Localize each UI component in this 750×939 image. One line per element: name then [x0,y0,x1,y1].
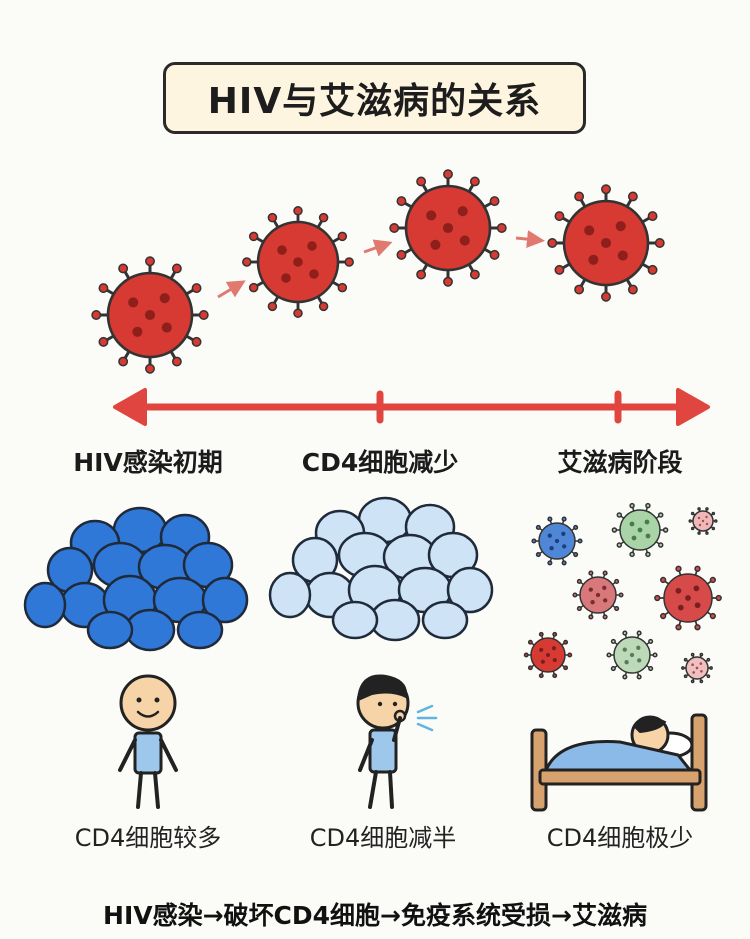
cd4-cell-icon [201,576,249,624]
title-box: HIV与艾滋病的关系 [163,62,586,134]
virus-icon [389,169,507,287]
virus-icon [242,206,354,318]
virus-icon [547,184,665,302]
hiv-virus-progression [91,169,665,374]
virus-icon [91,256,209,374]
healthy-person-icon [118,674,178,809]
coughing-person-icon [356,674,438,809]
virus-icon [606,630,658,680]
virus-icon [572,570,624,620]
caption-aids: CD4细胞极少 [546,824,694,852]
stage-label-aids: 艾滋病阶段 [557,448,683,477]
caption-cd4-decline: CD4细胞减半 [309,824,457,852]
cd4-cell-icon [23,581,67,629]
cd4-cell-icon [86,610,134,650]
cd4-cell-cluster-half [268,496,494,642]
cd4-cell-cluster-many [23,506,249,652]
stage-label-early: HIV感染初期 [73,448,223,477]
opportunistic-pathogens [523,502,722,684]
cd4-cell-icon [331,600,379,640]
virus-icon [523,631,573,679]
arrow-icon [217,280,246,299]
cd4-cell-icon [421,600,469,640]
caption-early: CD4细胞较多 [74,824,222,852]
arrow-icon [363,239,393,257]
stage-label-cd4-decline: CD4细胞减少 [301,448,459,477]
cd4-cell-icon [446,566,494,614]
virus-icon [681,652,713,684]
arrow-icon [515,230,545,249]
virus-icon [654,565,722,631]
virus-icon [611,502,669,558]
summary-chain: HIV感染→破坏CD4细胞→免疫系统受损→艾滋病 [103,901,647,930]
virus-icon [688,507,718,535]
virus-icon [531,516,583,566]
timeline-arrow [113,388,710,426]
page-title: HIV与艾滋病的关系 [207,81,542,122]
cd4-cell-icon [176,610,224,650]
cd4-cell-icon [268,571,312,619]
progression-arrows [217,230,545,299]
sick-person-in-bed-icon [530,713,708,812]
